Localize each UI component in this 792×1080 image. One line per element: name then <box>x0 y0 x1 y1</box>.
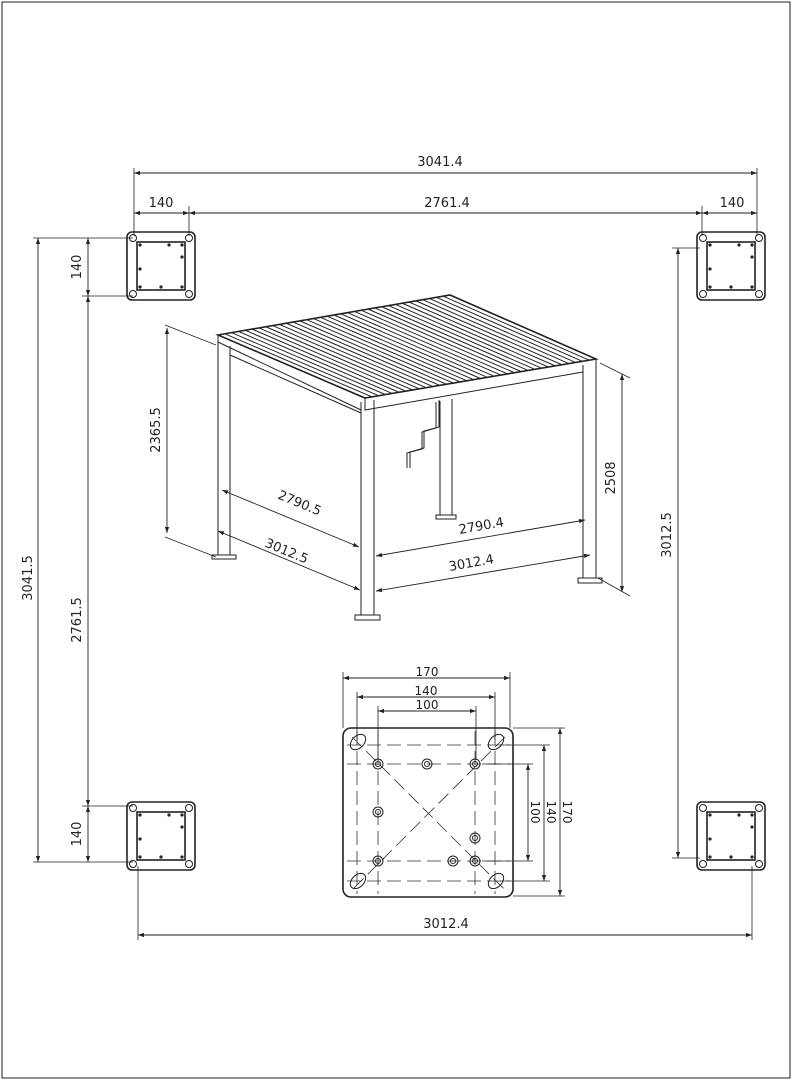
post-left <box>211 338 237 560</box>
bolt-hole <box>421 758 433 770</box>
bolt-hole <box>469 758 481 770</box>
roof-louver <box>388 305 536 370</box>
bolt-hole <box>472 835 478 841</box>
bolt-hole <box>450 858 456 864</box>
bolt-hole <box>372 855 384 867</box>
dim-front-outer: 3012.4 <box>448 552 495 575</box>
roof-louver <box>265 326 413 391</box>
roof-louver <box>381 306 529 371</box>
corner-plate-top-right <box>696 231 766 301</box>
roof-louver <box>367 308 515 374</box>
dim-plate-width-100: 100 <box>416 698 439 712</box>
roof-louver <box>251 328 400 393</box>
dim-left-inner: 2790.5 <box>275 488 323 519</box>
roof-louver <box>374 307 522 373</box>
bolt-hole <box>424 761 430 767</box>
bolt-hole <box>472 858 478 864</box>
bolt-holes <box>372 758 481 867</box>
bolt-hole <box>469 855 481 867</box>
dim-plate-height-100: 100 <box>528 801 542 824</box>
post-front <box>354 400 381 621</box>
bolt-hole <box>472 761 478 767</box>
roof-louver <box>320 316 468 382</box>
roof-louver <box>224 333 372 398</box>
dim-inner-width: 2761.4 <box>424 196 470 211</box>
bolt-hole <box>447 855 459 867</box>
roof-louver <box>292 321 440 386</box>
roof-louver <box>313 318 461 383</box>
roof-louver <box>299 320 447 385</box>
bolt-hole <box>469 832 481 844</box>
bolt-hole <box>375 809 381 815</box>
base-plate-outline <box>342 727 514 898</box>
dim-plate-height-170: 170 <box>560 801 574 824</box>
dim-post-depth-top: 140 <box>70 255 85 280</box>
dim-left-outer: 3012.5 <box>262 536 310 567</box>
dim-post-width-left: 140 <box>149 196 174 211</box>
bolt-hole <box>375 858 381 864</box>
dim-plate-height-140: 140 <box>544 801 558 824</box>
dim-overall-width: 3041.4 <box>417 155 463 170</box>
roof-louver <box>429 298 576 363</box>
roof-louver <box>340 313 488 378</box>
roof-louver <box>258 327 406 392</box>
roof-louver <box>306 319 454 384</box>
dim-post-width-right: 140 <box>720 196 745 211</box>
roof-louver <box>238 331 386 396</box>
dim-plate-width-170: 170 <box>416 665 439 679</box>
roof-louver <box>415 300 563 366</box>
pergola-perspective: 2365.5 2508 2790.5 3012.5 2790.4 3012.4 <box>149 294 631 621</box>
roof-louver <box>395 303 542 369</box>
roof-louver <box>231 332 379 397</box>
roof-louvers <box>224 295 590 398</box>
roof-louver <box>436 296 583 362</box>
right-bottom-dimensions: 3012.5 3012.4 <box>137 247 753 940</box>
post-right <box>577 360 603 584</box>
dim-overall-depth: 3041.5 <box>21 555 36 601</box>
roof-louver <box>402 302 549 368</box>
roof-louver <box>326 315 474 381</box>
dim-total-height: 2508 <box>604 461 619 494</box>
roof-louver <box>272 325 420 390</box>
roof-louver <box>347 312 495 377</box>
dim-beam-height: 2365.5 <box>149 407 164 453</box>
roof-louver <box>279 323 427 389</box>
roof-louver <box>408 301 556 367</box>
top-dimensions: 3041.4 140 2761.4 140 <box>133 155 758 236</box>
dim-inner-depth: 2761.5 <box>70 597 85 643</box>
dim-post-depth-bottom: 140 <box>70 822 85 847</box>
roof-louver <box>442 295 590 361</box>
dim-post-span-right: 3012.5 <box>660 512 675 558</box>
base-plate-detail: 170 140 100 170 140 100 <box>342 665 574 898</box>
corner-plate-bottom-left <box>126 801 196 871</box>
corner-plate-top-left <box>126 231 196 301</box>
roof-louver <box>422 299 570 365</box>
roof-louver <box>286 322 434 387</box>
dim-plate-width-140: 140 <box>415 684 438 698</box>
slotted-holes <box>349 733 505 890</box>
crank-handle <box>406 400 440 468</box>
dim-front-inner: 2790.4 <box>458 515 505 538</box>
roof-louver <box>354 311 502 376</box>
roof-louver <box>245 329 393 394</box>
dim-post-span-bottom: 3012.4 <box>423 917 469 932</box>
bolt-hole <box>375 761 381 767</box>
corner-plate-bottom-right <box>696 801 766 871</box>
roof-louver <box>333 314 481 379</box>
roof-louver <box>361 309 508 375</box>
left-dimensions: 3041.5 2761.5 140 140 <box>21 237 133 863</box>
bolt-hole <box>372 806 384 818</box>
